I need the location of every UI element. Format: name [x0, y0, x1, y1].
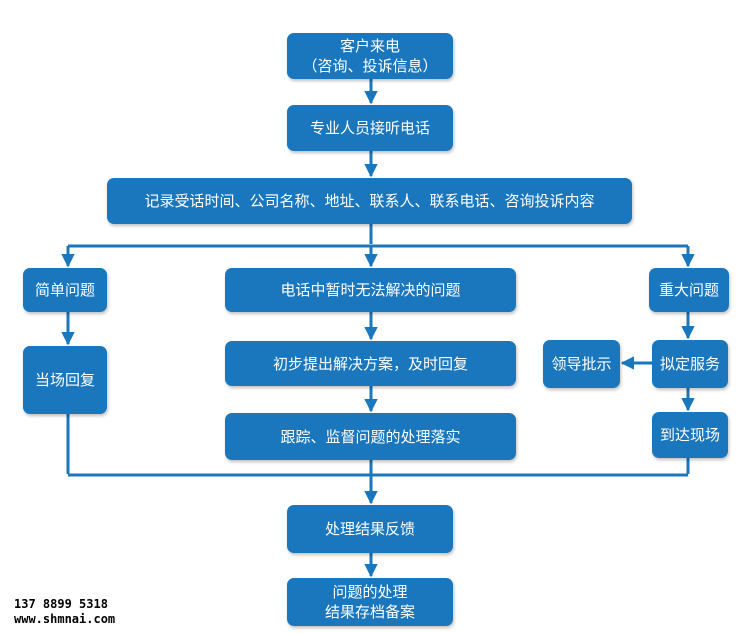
node-arrive-site: 到达现场	[652, 412, 728, 458]
node-major-issue-label: 重大问题	[658, 281, 719, 299]
node-leader-approval: 领导批示	[543, 340, 620, 388]
node-answer-call-label: 专业人员接听电话	[309, 119, 430, 137]
footer-phone: 137 8899 5318	[14, 597, 108, 611]
node-archive-result: 问题的处理 结果存档备案	[287, 578, 453, 626]
node-plan-service: 拟定服务	[652, 340, 728, 388]
node-archive-result-line2: 结果存档备案	[324, 603, 415, 621]
node-record-info-label: 记录受话时间、公司名称、地址、联系人、联系电话、咨询投诉内容	[144, 192, 595, 210]
node-track-supervise-label: 跟踪、监督问题的处理落实	[280, 427, 461, 446]
node-preliminary-solution-label: 初步提出解决方案，及时回复	[272, 354, 468, 373]
node-unresolved-issue: 电话中暂时无法解决的问题	[225, 268, 516, 312]
node-reply-on-spot-label: 当场回复	[34, 371, 95, 389]
node-record-info: 记录受话时间、公司名称、地址、联系人、联系电话、咨询投诉内容	[107, 178, 632, 224]
node-plan-service-label: 拟定服务	[659, 355, 720, 373]
node-answer-call: 专业人员接听电话	[287, 105, 453, 151]
node-simple-issue-label: 简单问题	[34, 281, 95, 299]
node-leader-approval-label: 领导批示	[551, 355, 612, 373]
node-customer-call-line2: （咨询、投诉信息）	[302, 57, 438, 75]
node-reply-on-spot: 当场回复	[23, 346, 107, 414]
node-major-issue: 重大问题	[649, 268, 729, 312]
node-simple-issue: 简单问题	[23, 268, 107, 312]
node-archive-result-line1: 问题的处理	[332, 583, 408, 601]
node-arrive-site-label: 到达现场	[659, 426, 720, 444]
node-result-feedback: 处理结果反馈	[287, 505, 453, 553]
node-customer-call-line1: 客户来电	[339, 37, 400, 55]
node-customer-call: 客户来电 （咨询、投诉信息）	[287, 33, 453, 79]
footer-website: www.shmnai.com	[14, 612, 116, 626]
node-result-feedback-label: 处理结果反馈	[324, 520, 415, 538]
node-unresolved-issue-label: 电话中暂时无法解决的问题	[280, 281, 461, 299]
node-preliminary-solution: 初步提出解决方案，及时回复	[225, 341, 516, 386]
node-track-supervise: 跟踪、监督问题的处理落实	[225, 413, 516, 460]
